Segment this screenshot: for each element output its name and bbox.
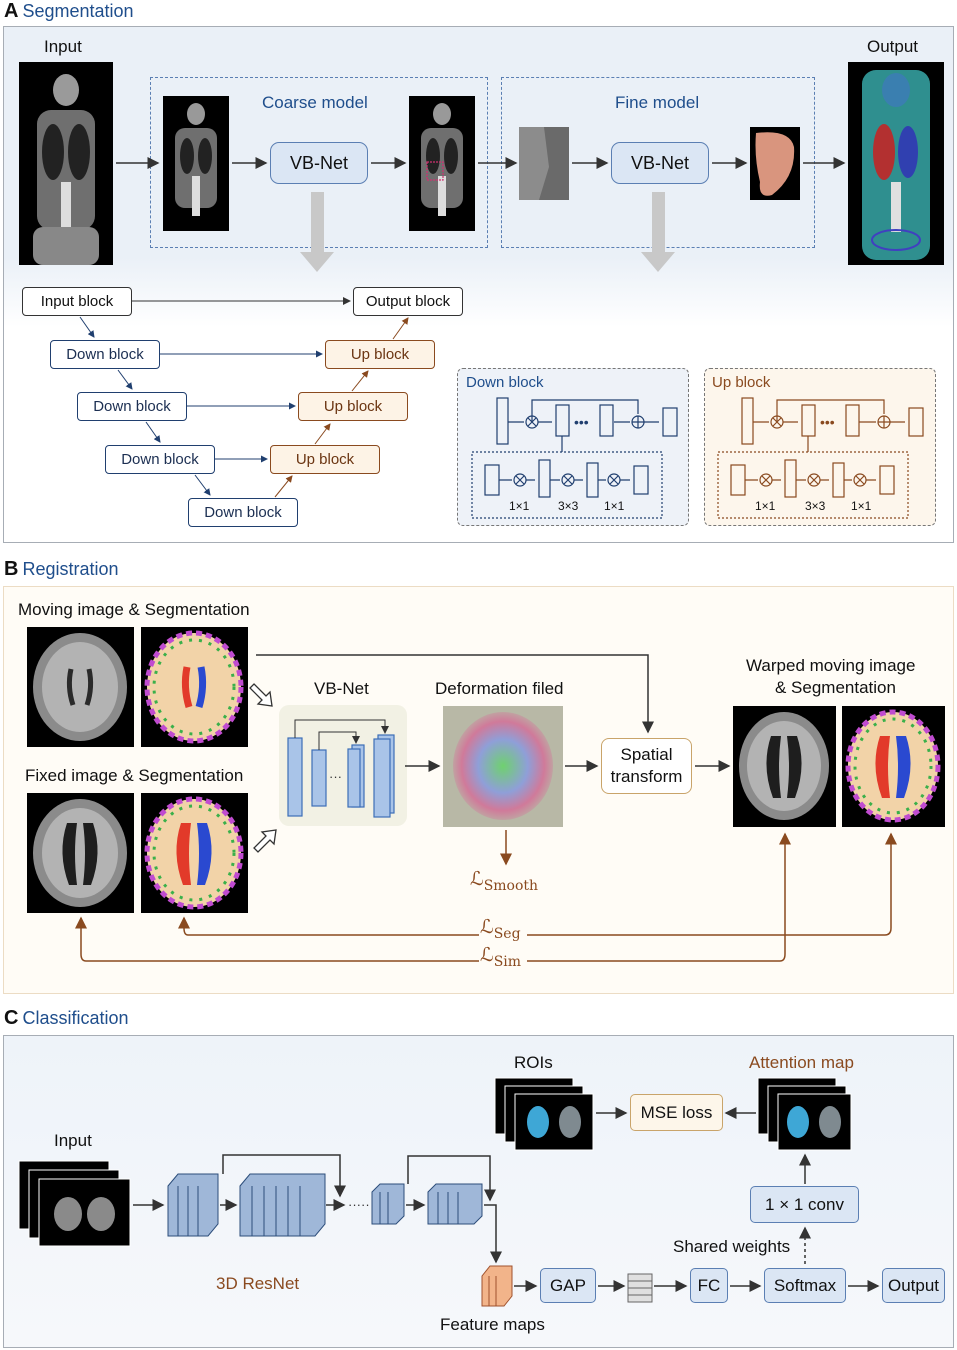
down-block-detail [457,368,689,526]
cls-input-stack [18,1160,131,1247]
up-conv-3: 1×1 [851,499,872,513]
down-detail-title: Down block [466,374,544,391]
up-detail-title: Up block [712,374,771,391]
down-conv-2: 3×3 [558,499,579,513]
output-block: Output block [353,287,463,316]
fine-model-label: Fine model [615,93,700,112]
warped-brain-image [733,706,836,827]
reg-vbnet-label: VB-Net [314,679,369,698]
ct-coarse-output-image [409,96,475,231]
input-block: Input block [22,287,132,316]
section-c-letter: C [4,1007,19,1029]
fixed-label: Fixed image & Segmentation [25,766,244,785]
section-b-connectors: ··· [75,654,897,962]
fc-box: FC [690,1268,728,1303]
loss-smooth: ℒSmooth [470,868,538,894]
up-conv-1: 1×1 [755,499,776,513]
cls-input-label: Input [54,1131,92,1150]
up-block-1: Up block [325,340,435,369]
spatial-line1: Spatial [620,745,673,764]
rois-label: ROIs [514,1053,553,1072]
down-conv-1: 1×1 [509,499,530,513]
deformation-label: Deformation filed [435,679,564,698]
down-conv-3: 1×1 [604,499,625,513]
svg-text:•••: ••• [574,414,589,430]
loss-sim: ℒSim [480,944,522,970]
loss-seg-sub: Seg [493,925,521,942]
up-block-detail [704,368,936,526]
deformation-field-image [443,706,563,827]
loss-seg-symbol: ℒ [480,916,494,938]
gap-box: GAP [540,1268,596,1303]
section-a-connectors: ••• ••• [79,157,924,519]
warped-label-line2: & Segmentation [775,678,896,697]
svg-text:···: ··· [329,769,342,784]
mse-loss-box: MSE loss [630,1094,723,1131]
fixed-seg-image [141,793,248,913]
section-b-letter: B [4,558,19,580]
shared-weights-label: Shared weights [673,1237,791,1256]
conv-1x1-box: 1 × 1 conv [750,1186,859,1223]
section-a-name: Segmentation [22,1,134,21]
loss-seg: ℒSeg [480,916,521,942]
section-b-name: Registration [22,559,119,579]
loss-smooth-sub: Smooth [483,877,539,894]
svg-text:·····: ····· [348,1197,370,1212]
up-block-3: Up block [270,445,380,474]
loss-sim-sub: Sim [493,953,522,970]
warped-seg-image [842,706,945,827]
ct-coarse-input-image [163,96,229,231]
seg-input-label: Input [44,37,82,56]
softmax-box: Softmax [764,1268,846,1303]
ct-crop-image [519,127,569,200]
spatial-transform-box: Spatial transform [601,738,692,794]
loss-sim-symbol: ℒ [480,944,494,966]
resnet-label: 3D ResNet [216,1274,300,1293]
section-c-name: Classification [22,1008,129,1028]
moving-brain-image [27,627,134,747]
seg-output-label: Output [867,37,919,56]
spatial-line2: transform [610,767,683,786]
vbnet-fine-box: VB-Net [611,142,709,184]
fixed-brain-image [27,793,134,913]
svg-text:•••: ••• [820,414,835,430]
cls-output-box: Output [882,1268,945,1303]
section-a-letter: A [4,0,19,22]
down-block-4: Down block [188,498,298,527]
vbnet-coarse-box: VB-Net [270,142,368,184]
warped-label-line1: Warped moving image [746,656,916,675]
attention-stack [757,1077,852,1151]
ct-output-image [848,62,944,265]
feature-maps-label: Feature maps [440,1315,545,1334]
down-block-1: Down block [50,340,160,369]
moving-seg-image [141,627,248,747]
down-block-2: Down block [77,392,187,421]
liver-mask-image [750,127,800,200]
loss-smooth-symbol: ℒ [470,868,484,890]
down-block-3: Down block [105,445,215,474]
up-conv-2: 3×3 [805,499,826,513]
moving-label: Moving image & Segmentation [18,600,250,619]
attention-label: Attention map [749,1053,854,1072]
roi-stack [494,1077,594,1151]
up-block-2: Up block [298,392,408,421]
ct-input-image [19,62,113,265]
coarse-model-label: Coarse model [262,93,368,112]
